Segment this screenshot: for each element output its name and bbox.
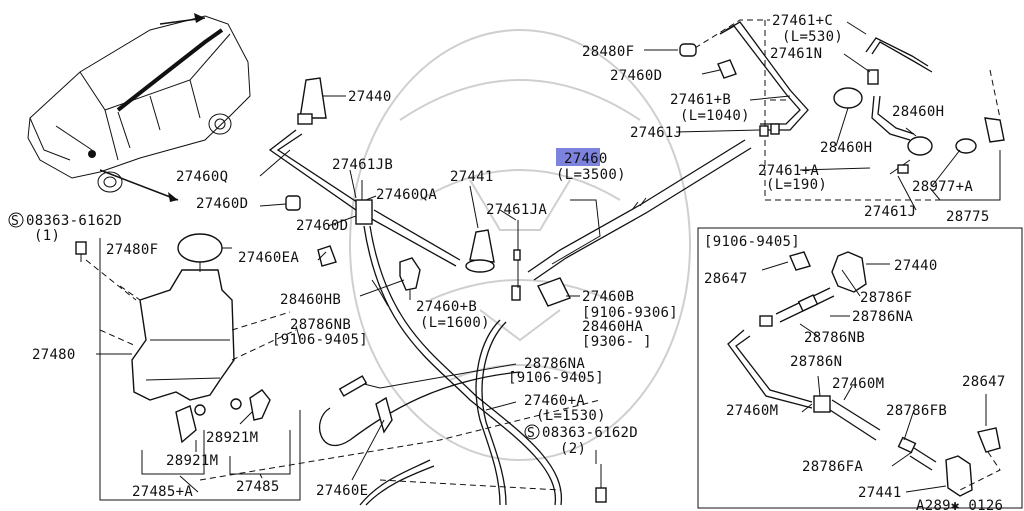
label-27460-length: (L=3500) — [556, 167, 626, 183]
part-labels: 27461+C (L=530) 28480F 27461N 27460D 274… — [8, 13, 1006, 511]
label-27460A: 27460+A — [524, 393, 585, 409]
label-inset-28786N: 28786N — [790, 354, 842, 370]
label-28786NA: 28786NA — [524, 356, 585, 372]
label-inset-28647-right: 28647 — [962, 374, 1006, 390]
label-27461A: 27461+A — [758, 163, 819, 179]
label-27461C-length: (L=530) — [782, 29, 843, 45]
label-27461J-bottom: 27461J — [864, 204, 916, 220]
label-27461B-length: (L=1040) — [680, 108, 750, 124]
label-28460HA-range: [9306- ] — [582, 334, 652, 350]
label-28480F: 28480F — [582, 44, 634, 60]
bolt-symbol-2 — [524, 424, 540, 440]
label-28460HB: 28460HB — [280, 292, 341, 308]
label-inset-28786F: 28786F — [860, 290, 912, 306]
label-27460B-length: (L=1600) — [420, 315, 490, 331]
front-washer-hoses — [199, 77, 607, 506]
label-inset-28786FB: 28786FB — [886, 403, 947, 419]
label-inset-27441: 27441 — [858, 485, 902, 501]
label-inset-28786NB: 28786NB — [804, 330, 865, 346]
bolt-symbol-1-letter: S — [11, 214, 19, 229]
label-inset-27440: 27440 — [894, 258, 938, 274]
label-inset-27460M-left: 27460M — [726, 403, 778, 419]
label-27461N: 27461N — [770, 46, 822, 62]
label-28786NA-range: [9106-9405] — [508, 370, 604, 386]
reservoir-tank — [75, 233, 301, 501]
label-27480: 27480 — [32, 347, 76, 363]
label-28786NB: 28786NB — [290, 317, 351, 333]
label-inset-28786FA: 28786FA — [802, 459, 863, 475]
label-27461JA: 27461JA — [486, 202, 547, 218]
label-27461JB: 27461JB — [332, 157, 393, 173]
label-27485: 27485 — [236, 479, 280, 495]
label-27441-top: 27441 — [450, 169, 494, 185]
hose-27460 — [527, 123, 780, 281]
van-illustration — [27, 13, 251, 202]
label-27460B: 27460B — [582, 289, 634, 305]
label-28786NB-range: [9106-9405] — [272, 332, 368, 348]
label-27485A: 27485+A — [132, 484, 193, 500]
label-bolt-08363-1: 08363-6162D — [26, 213, 122, 229]
label-27460EA: 27460EA — [238, 250, 299, 266]
label-27460D-mid: 27460D — [296, 218, 348, 234]
label-27440-top: 27440 — [348, 89, 392, 105]
label-27461A-length: (L=190) — [766, 177, 827, 193]
highlight-27460 — [556, 148, 600, 166]
bolt-symbol-1 — [8, 212, 24, 228]
label-27460D-top: 27460D — [610, 68, 662, 84]
label-27460: 27460 — [564, 151, 608, 167]
label-27460E: 27460E — [316, 483, 368, 499]
label-bolt-qty-2: (2) — [560, 441, 586, 457]
label-27460D-left: 27460D — [196, 196, 248, 212]
label-27460Q: 27460Q — [176, 169, 228, 185]
label-28775: 28775 — [946, 209, 990, 225]
label-27460A-length: (L=1530) — [536, 408, 606, 424]
label-bolt-08363-2: 08363-6162D — [542, 425, 638, 441]
label-inset-range: [9106-9405] — [704, 234, 800, 250]
inset-panel — [697, 227, 1023, 509]
label-27460B-hose: 27460+B — [416, 299, 477, 315]
label-diagram-code: A289✱ 0126 — [916, 498, 1003, 511]
label-28460H-right: 28460H — [892, 104, 944, 120]
label-inset-28786NA: 28786NA — [852, 309, 913, 325]
leader-lines — [96, 21, 961, 493]
label-inset-27460M-top: 27460M — [832, 376, 884, 392]
label-28460HA: 28460HA — [582, 319, 643, 335]
label-27460B-range: [9106-9306] — [582, 305, 678, 321]
label-inset-28647-top: 28647 — [704, 271, 748, 287]
label-27461C: 27461+C — [772, 13, 833, 29]
watermark-emblem — [349, 29, 691, 461]
rear-washer-assembly — [679, 19, 1005, 201]
label-27461B: 27461+B — [670, 92, 731, 108]
label-bolt-qty-1: (1) — [34, 228, 60, 244]
label-27480F: 27480F — [106, 242, 158, 258]
label-27461J-top: 27461J — [630, 125, 682, 141]
label-28921M-left: 28921M — [166, 453, 218, 469]
bolt-symbol-2-letter: S — [527, 426, 535, 441]
label-28921M-right: 28921M — [206, 430, 258, 446]
label-27460QA: 27460QA — [376, 187, 437, 203]
label-28977A: 28977+A — [912, 179, 973, 195]
label-28460H-left: 28460H — [820, 140, 872, 156]
